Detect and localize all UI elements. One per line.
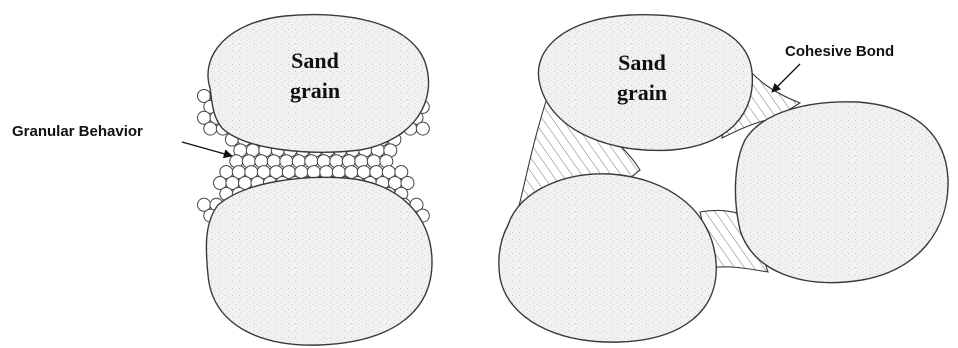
right-grain-label-line2: grain bbox=[617, 80, 667, 105]
left-grain-label-line1: Sand bbox=[291, 48, 339, 73]
cohesive-bond-arrow bbox=[772, 64, 800, 92]
right-panel: Sand grain Cohesive Bond bbox=[499, 15, 948, 342]
left-bottom-sand-grain bbox=[206, 177, 432, 345]
cohesive-bond-label: Cohesive Bond bbox=[785, 43, 894, 60]
fine-particle bbox=[416, 122, 429, 135]
right-side-sand-grain bbox=[735, 102, 948, 283]
left-grain-label-line2: grain bbox=[290, 78, 340, 103]
granular-behavior-arrow bbox=[182, 142, 232, 156]
left-panel: Sand grain Granular Behavior bbox=[12, 15, 432, 346]
right-grain-label-line1: Sand bbox=[618, 50, 666, 75]
right-bottom-sand-grain bbox=[499, 174, 716, 342]
granular-behavior-label: Granular Behavior bbox=[12, 123, 143, 140]
fine-particle bbox=[204, 122, 217, 135]
